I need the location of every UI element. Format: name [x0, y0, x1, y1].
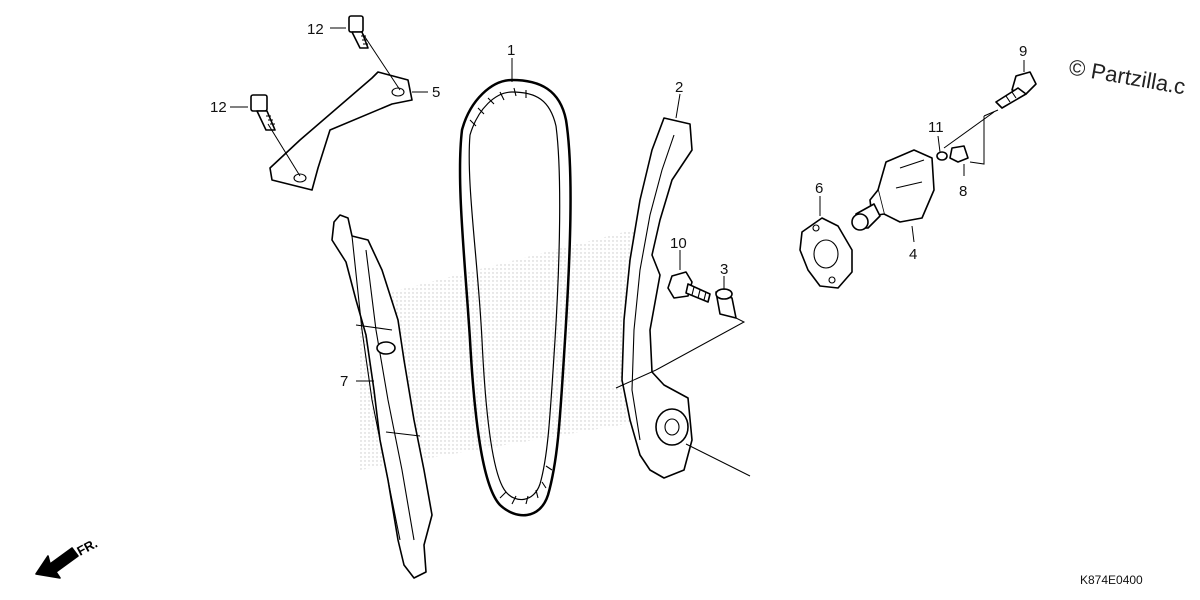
callout-3: 3: [720, 261, 728, 278]
callout-labels: 12 12 5 1 2 7 10 3 6 4 11 8 9: [210, 21, 1027, 390]
part-8-bolt[interactable]: [949, 145, 969, 163]
callout-10: 10: [670, 235, 687, 252]
callout-5: 5: [432, 84, 440, 101]
callout-12-lower: 12: [210, 99, 227, 116]
part-9-bolt[interactable]: [995, 71, 1037, 109]
callout-4: 4: [909, 246, 917, 263]
part-12-bolt-upper[interactable]: [348, 15, 369, 49]
part-1-cam-chain[interactable]: [458, 78, 572, 517]
diagram-code: K874E0400: [1080, 573, 1143, 587]
copyright-watermark: © Partzilla.c: [1067, 54, 1187, 99]
leader-lines: [230, 27, 1025, 477]
part-6-gasket[interactable]: [799, 217, 853, 289]
part-4-tensioner-lifter[interactable]: [851, 149, 935, 231]
callout-8: 8: [959, 183, 967, 200]
part-2-tensioner-arm[interactable]: [621, 117, 693, 479]
part-10-bolt[interactable]: [667, 271, 711, 303]
callout-11: 11: [928, 119, 944, 136]
part-12-bolt-lower[interactable]: [250, 94, 276, 131]
front-direction-marker: FR.: [35, 536, 100, 579]
callout-9: 9: [1019, 43, 1027, 60]
part-5-plate[interactable]: [269, 71, 413, 191]
callout-2: 2: [675, 79, 683, 96]
callout-12-upper: 12: [307, 21, 324, 38]
callout-1: 1: [507, 42, 515, 59]
front-direction-arrow-icon: [35, 547, 79, 579]
part-7-chain-guide[interactable]: [331, 214, 433, 579]
callout-7: 7: [340, 373, 348, 390]
part-3-collar[interactable]: [715, 288, 737, 319]
watermark-dot-pattern: [360, 228, 650, 470]
callout-6: 6: [815, 180, 823, 197]
part-11-washer[interactable]: [936, 151, 948, 161]
